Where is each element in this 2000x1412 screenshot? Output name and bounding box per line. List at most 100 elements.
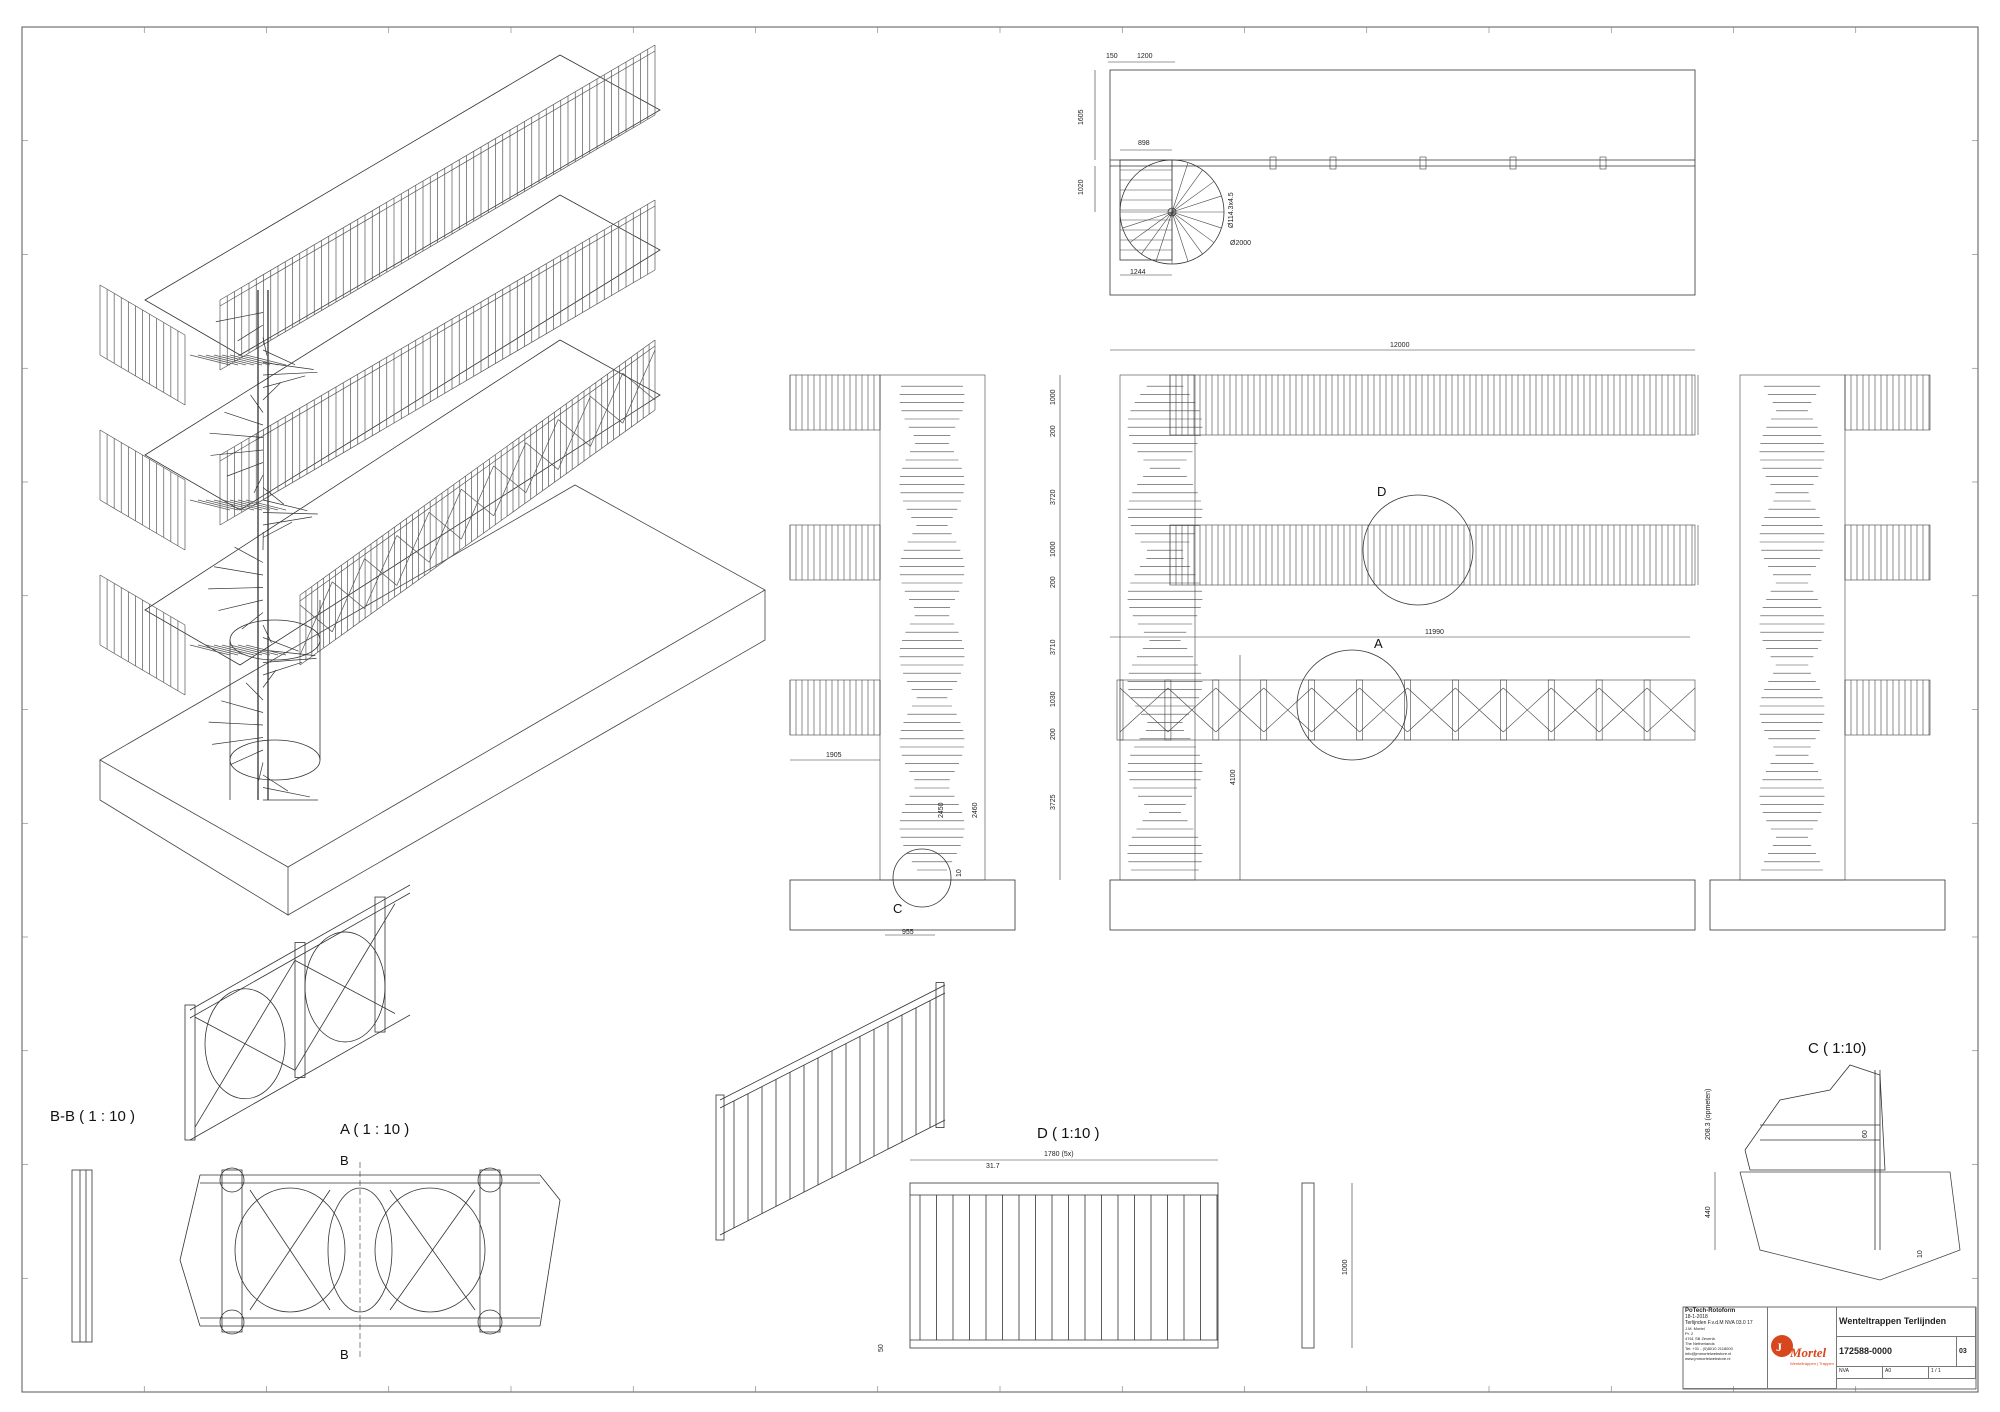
post — [294, 942, 306, 1078]
dim-d-1780: 1780 (5x) — [1044, 1151, 1074, 1158]
designer: PoTech-Rotoform — [1685, 1308, 1736, 1314]
address-line: Tel: +31 - (0)8010 2118000 — [1685, 1346, 1733, 1351]
dim-mid-11990: 11990 — [1425, 629, 1444, 636]
dim-side-2460: 2460 — [972, 802, 979, 818]
front-elevation — [1059, 349, 1699, 931]
cross-brace — [622, 349, 656, 424]
landing-grate — [197, 644, 239, 656]
cross — [1263, 687, 1312, 733]
dim-h-200b: 200 — [1050, 576, 1057, 588]
dim-h-200a: 200 — [1050, 425, 1057, 437]
landing-grate — [197, 499, 239, 511]
weight-value: NVA — [1724, 1320, 1735, 1326]
spiral-tread — [262, 661, 303, 676]
post — [715, 1094, 725, 1241]
post — [184, 1004, 196, 1141]
landing-grate — [189, 499, 231, 511]
cross-brace — [428, 488, 462, 563]
drawing-number: 172588-0000 — [1839, 1346, 1893, 1356]
landing-grate — [221, 499, 263, 511]
spiral-tread — [1129, 211, 1173, 243]
dim-side-10: 10 — [956, 869, 963, 877]
landing-grate — [213, 644, 255, 656]
post — [1356, 679, 1363, 741]
label-circle-c: C — [893, 901, 903, 916]
company-tagline: Wenteltrappen | Trappen — [1790, 1361, 1834, 1366]
date-value: 18-1-2018 — [1685, 1314, 1708, 1320]
dim-plan-1020: 1020 — [1078, 179, 1085, 195]
landing-grate — [205, 499, 247, 511]
number-cell: 172588-0000 — [1837, 1337, 1957, 1367]
stair-envelope — [879, 374, 986, 881]
address-line: info@jmmortelwebstore.nl — [1685, 1351, 1732, 1356]
cross — [1646, 687, 1696, 733]
post — [1599, 156, 1607, 170]
cross — [1598, 687, 1648, 733]
spiral-tread — [1171, 211, 1203, 255]
isometric-view — [99, 44, 766, 916]
cross — [1359, 687, 1408, 733]
sheet-border — [21, 26, 1979, 1393]
address-line: Pr. 2 — [1685, 1331, 1694, 1336]
title-cell: Wenteltrappen Terlijnden — [1837, 1307, 1976, 1337]
dim-d-317: 31.7 — [986, 1163, 1000, 1170]
cross — [1119, 687, 1169, 733]
spiral-tread — [262, 349, 296, 365]
post — [374, 896, 386, 1033]
spiral-tread — [1171, 181, 1215, 213]
cross — [1311, 687, 1360, 733]
cross-brace — [396, 512, 430, 586]
cross-brace — [299, 581, 333, 656]
cross — [1503, 687, 1552, 733]
spiral-tread — [245, 682, 264, 701]
side-elevation-left — [789, 374, 1016, 936]
dim-h-1000b: 1000 — [1050, 541, 1057, 557]
landing-grate — [221, 354, 263, 366]
landing-grate — [221, 644, 263, 656]
post — [1509, 156, 1517, 170]
spiral-tread — [1171, 211, 1222, 229]
post — [1164, 679, 1172, 741]
border-grid-ticks — [22, 27, 1978, 1392]
detail-d — [909, 1159, 1219, 1349]
spiral-tread — [262, 375, 306, 388]
address-line: J.M. Mortel — [1685, 1326, 1705, 1331]
detail-c — [1714, 1064, 1961, 1281]
spiral-tread — [262, 382, 281, 401]
spiral-tread — [262, 516, 313, 526]
dim-side-955: 955 — [902, 929, 914, 936]
spiral-tread — [241, 612, 264, 630]
break-line — [179, 1259, 201, 1327]
dim-h-1000a: 1000 — [1050, 389, 1057, 405]
break-line — [179, 1174, 201, 1261]
spiral-tread — [1171, 211, 1189, 262]
spiral-tread — [262, 487, 284, 505]
sheet-cell: 1 / 1 — [1929, 1367, 1976, 1379]
cross-brace — [461, 465, 494, 540]
ring — [204, 988, 286, 1100]
spiral-tread — [262, 362, 314, 370]
detail-bb — [71, 1169, 93, 1343]
drawing-revision: 03 — [1959, 1348, 1967, 1355]
company-logo: J Mortel Wenteltrappen | Trappen — [1768, 1307, 1837, 1389]
post — [1308, 679, 1315, 741]
top-rail — [189, 892, 411, 1019]
top-rail — [719, 984, 946, 1101]
spiral-tread — [218, 599, 264, 611]
spiral-tread — [262, 657, 317, 663]
dim-plan-1200: 1200 — [1137, 53, 1153, 60]
dim-c-2083: 208.3 (opmeten) — [1705, 1088, 1712, 1140]
stair-envelope — [1119, 374, 1196, 881]
landing-rail — [789, 524, 881, 581]
post-cap — [477, 1167, 503, 1193]
cross-brace — [493, 442, 527, 517]
dim-c-60: 60 — [1862, 1130, 1869, 1138]
dim-side-2450: 2450 — [938, 802, 945, 818]
spiral-tread — [262, 649, 316, 656]
spiral-tread — [1141, 211, 1173, 255]
landing-grate — [213, 354, 255, 366]
detail-iso-vertical-rail — [715, 982, 946, 1241]
landing-grate — [229, 354, 271, 366]
post — [1643, 679, 1651, 741]
spiral-tread — [250, 394, 264, 413]
